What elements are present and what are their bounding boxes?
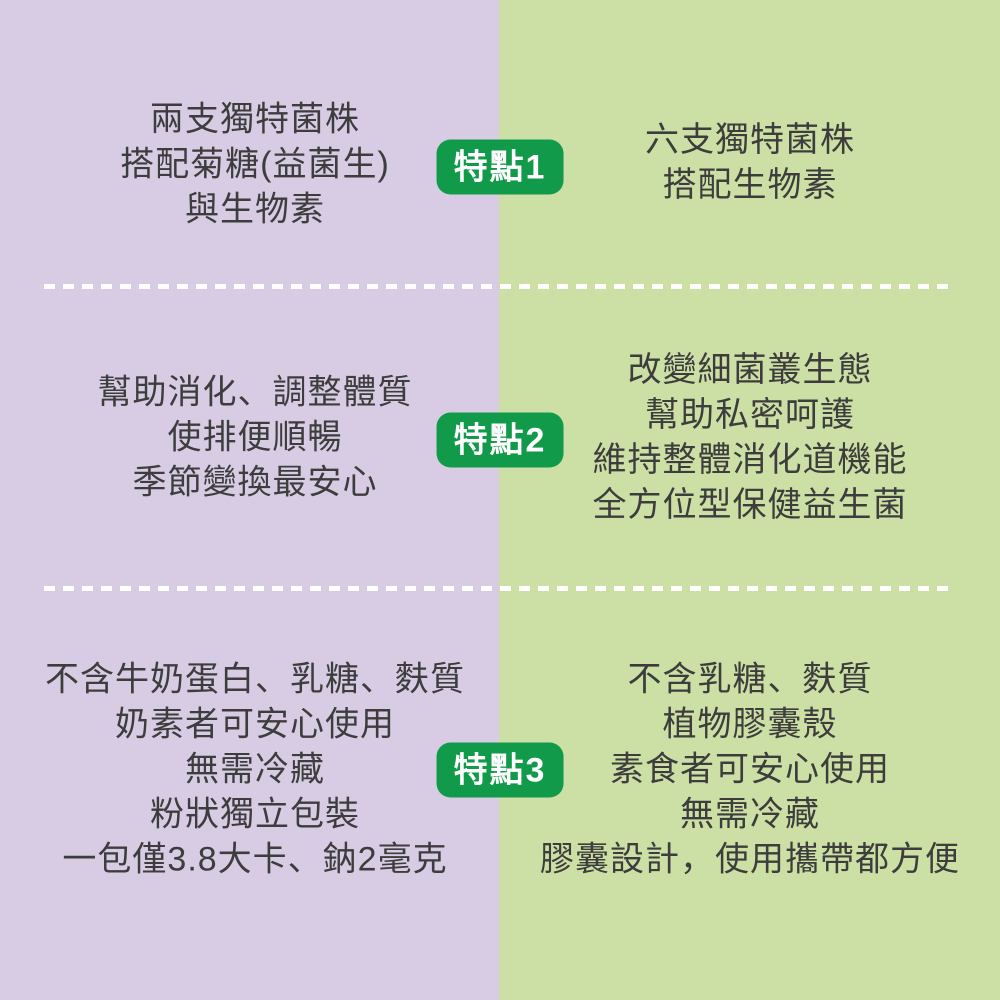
feature-badge-3: 特點3 <box>436 742 564 798</box>
section3-left-text: 不含牛奶蛋白、乳糖、麩質 奶素者可安心使用 無需冷藏 粉狀獨立包裝 一包僅3.8… <box>45 658 465 883</box>
feature-text-line: 全方位型保健益生菌 <box>592 486 908 524</box>
left-column-background <box>0 0 499 1000</box>
feature-text-line: 六支獨特菌株 <box>645 121 855 159</box>
feature-badge-1: 特點1 <box>436 139 564 195</box>
right-column-background <box>499 0 1000 1000</box>
feature-text-line: 不含牛奶蛋白、乳糖、麩質 <box>45 660 465 699</box>
feature-text-line: 奶素者可安心使用 <box>115 705 395 744</box>
section1-right-text: 六支獨特菌株 搭配生物素 <box>645 118 855 208</box>
feature-text-line: 一包僅3.8大卡、鈉2毫克 <box>62 840 448 879</box>
feature-text-line: 與生物素 <box>185 190 325 229</box>
feature-text-line: 搭配菊糖(益菌生) <box>120 145 390 184</box>
feature-text-line: 使排便順暢 <box>167 418 343 457</box>
feature-text-line: 兩支獨特菌株 <box>150 100 360 139</box>
feature-text-line: 搭配生物素 <box>662 166 838 204</box>
section3-right-text: 不含乳糖、麩質 植物膠囊殼 素食者可安心使用 無需冷藏 膠囊設計，使用攜帶都方便 <box>540 658 960 883</box>
section1-left-text: 兩支獨特菌株 搭配菊糖(益菌生) 與生物素 <box>120 98 390 233</box>
feature-text-line: 幫助消化、調整體質 <box>97 373 413 412</box>
feature-text-line: 粉狀獨立包裝 <box>150 795 360 834</box>
feature-badge-2: 特點2 <box>436 412 564 468</box>
feature-text-line: 素食者可安心使用 <box>610 750 890 789</box>
dashed-divider-2 <box>44 586 956 591</box>
feature-text-line: 改變細菌叢生態 <box>627 351 873 389</box>
section2-right-text: 改變細菌叢生態 幫助私密呵護 維持整體消化道機能 全方位型保健益生菌 <box>593 348 908 528</box>
feature-text-line: 無需冷藏 <box>185 750 325 789</box>
dashed-divider-1 <box>44 284 956 289</box>
feature-text-line: 不含乳糖、麩質 <box>627 660 873 699</box>
feature-text-line: 季節變換最安心 <box>132 463 378 502</box>
feature-text-line: 膠囊設計，使用攜帶都方便 <box>540 840 960 879</box>
feature-text-line: 幫助私密呵護 <box>645 396 855 434</box>
feature-text-line: 無需冷藏 <box>680 795 820 834</box>
feature-text-line: 植物膠囊殼 <box>662 705 838 744</box>
section2-left-text: 幫助消化、調整體質 使排便順暢 季節變換最安心 <box>98 371 413 506</box>
feature-text-line: 維持整體消化道機能 <box>592 441 908 479</box>
